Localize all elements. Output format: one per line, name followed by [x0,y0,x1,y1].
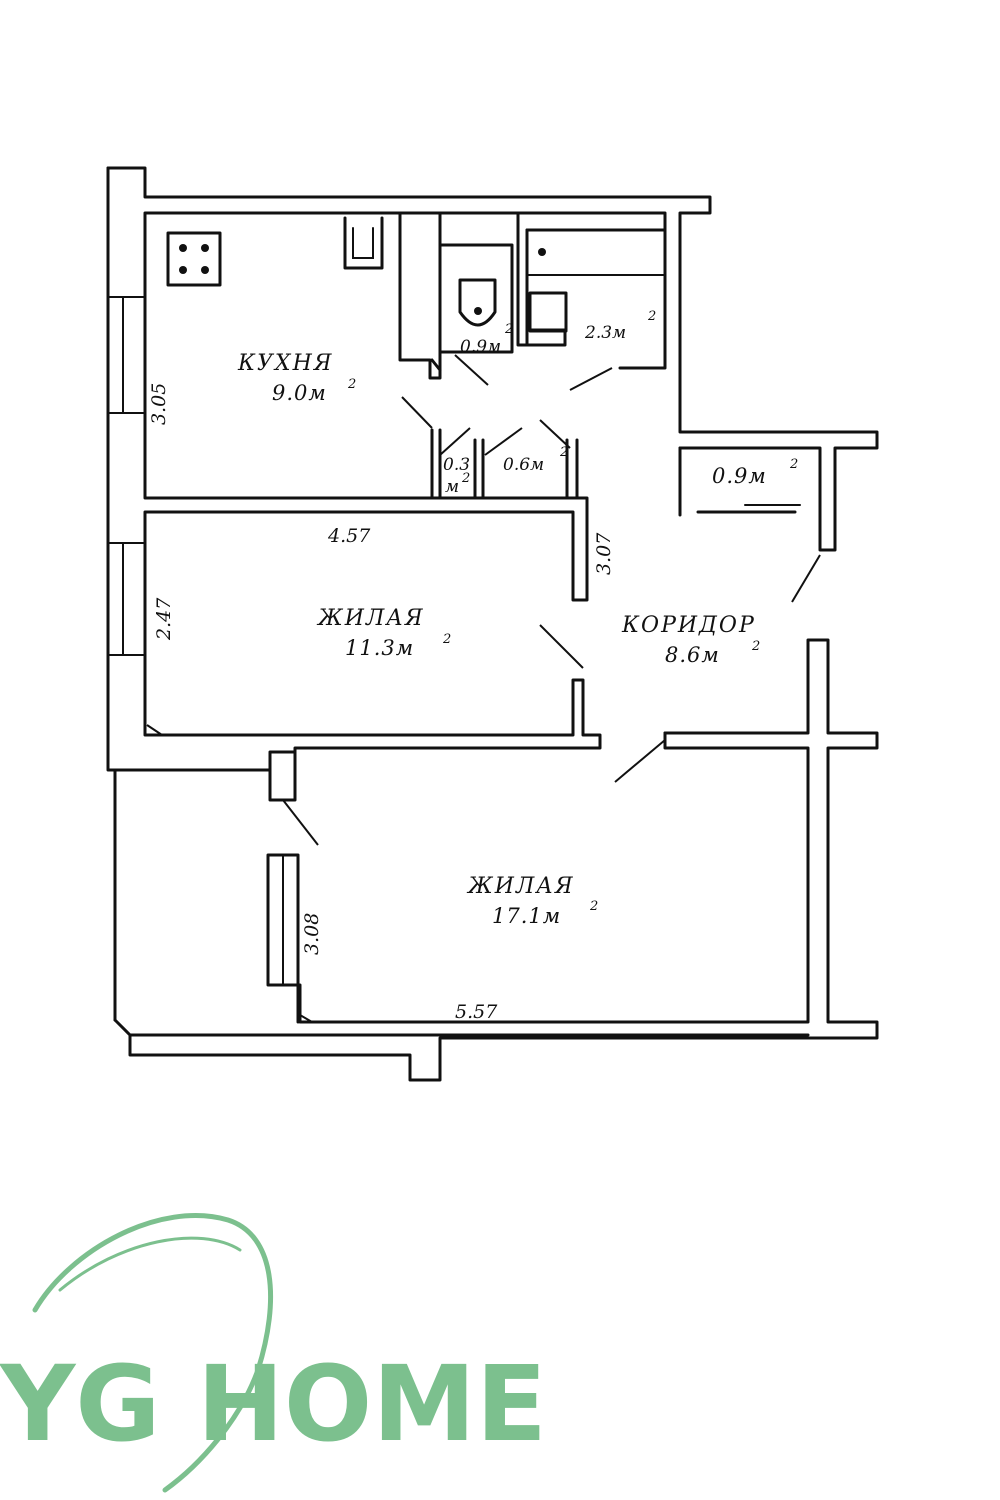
kitchen-name: КУХНЯ [237,351,334,376]
toilet-icon [458,278,497,327]
dimension-labels: 3.05 4.57 2.47 3.07 3.08 5.57 [148,383,615,1023]
yg-home-logo: YG HOME [0,1213,547,1493]
living-large-name: ЖИЛАЯ [466,874,575,899]
closet-small-unit: м [445,477,459,497]
closet-right-sup: 2 [789,457,798,472]
outer-walls [106,166,879,1082]
closets [430,428,801,517]
dim-living-large-height: 3.08 [301,913,323,955]
stove-icon [166,231,222,287]
dim-living-small-height: 2.47 [153,597,175,641]
corridor-sup: 2 [751,639,760,654]
bathroom-block [398,211,667,380]
dim-kitchen-height: 3.05 [148,383,170,425]
living-small-area: 11.3м [345,636,414,660]
closet-small-sup: 2 [461,471,470,486]
bathtub-icon [528,248,568,333]
corridor-name: КОРИДОР [621,613,756,638]
closet-mid-area: 0.6м [503,455,544,475]
living-large-area: 17.1м [492,904,561,928]
sink-icon [343,216,384,270]
closet-right-area: 0.9м [712,464,767,488]
kitchen-area-sup: 2 [347,377,356,392]
living-large-sup: 2 [589,899,598,914]
bath-area: 2.3м [584,323,626,343]
dim-living-large-width: 5.57 [455,1001,498,1023]
logo-text: YG HOME [0,1343,547,1465]
wc-area-sup: 2 [504,322,513,337]
doors [146,354,821,1023]
living-small-name: ЖИЛАЯ [316,606,425,631]
wc-area: 0.9м [460,337,501,357]
windows [107,296,284,986]
bath-area-sup: 2 [647,309,656,324]
living-small-sup: 2 [442,632,451,647]
dim-living-small-width: 4.57 [327,525,371,547]
closet-small-area: 0.3 [443,455,470,475]
closet-mid-sup: 2 [559,445,568,460]
dim-corridor-wall: 3.07 [593,532,615,575]
corridor-area: 8.6м [665,643,720,667]
room-labels: КУХНЯ 9.0м 2 0.9м 2 2.3м 2 0.3 м 2 0.6м … [237,309,798,928]
kitchen-area: 9.0м [272,381,327,405]
